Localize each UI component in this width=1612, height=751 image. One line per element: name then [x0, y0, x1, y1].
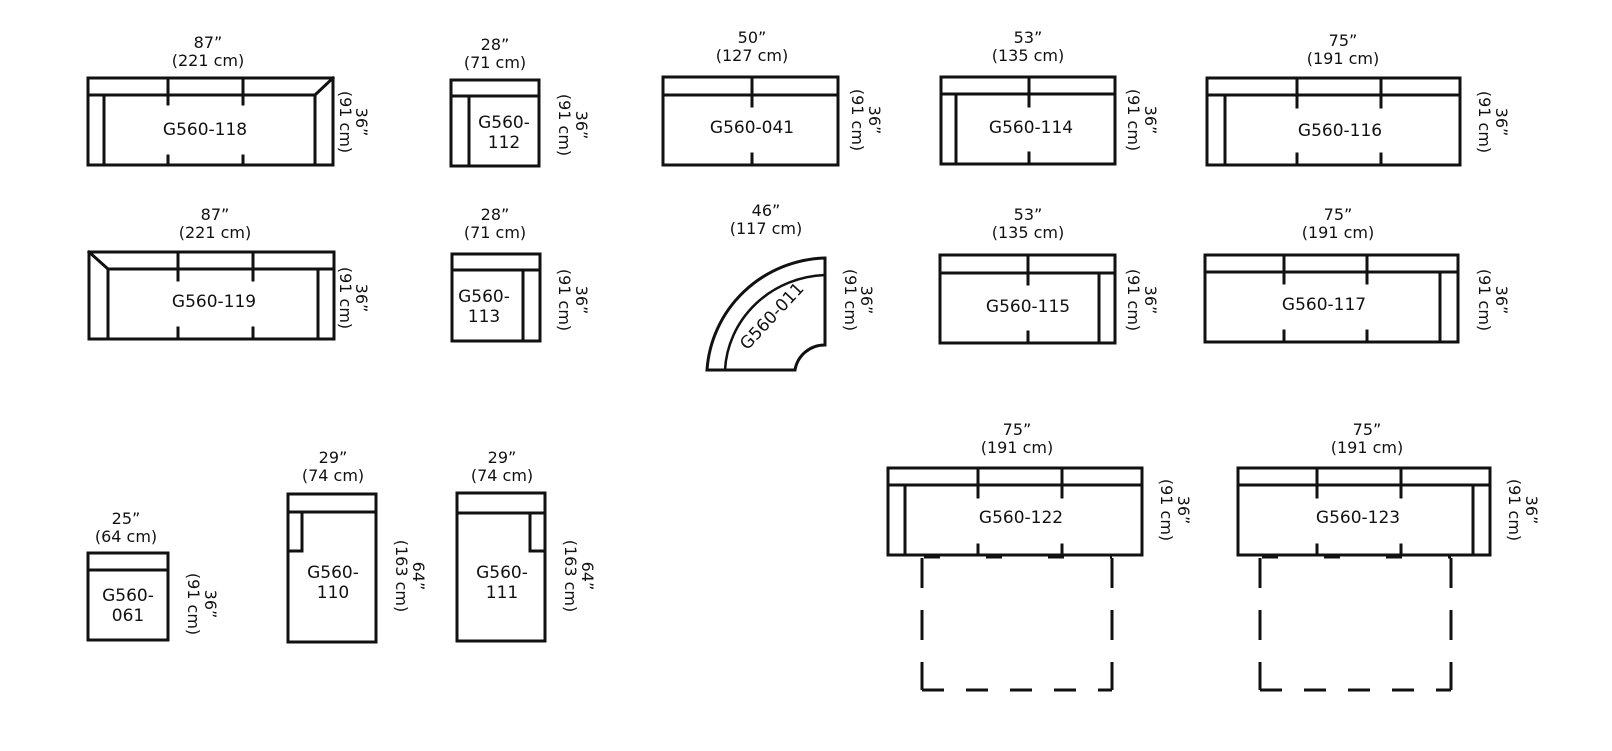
depth-label: 64” — [409, 562, 428, 591]
width-label: 75” — [1329, 31, 1358, 50]
piece-g560-041: 50” (127 cm) G560-041 36” (91 cm) — [661, 28, 884, 167]
model-code-line2: 112 — [488, 133, 520, 153]
width-cm-label: (71 cm) — [464, 223, 526, 242]
depth-cm-label: (163 cm) — [561, 540, 580, 613]
width-cm-label: (135 cm) — [992, 46, 1065, 65]
width-label: 75” — [1324, 205, 1353, 224]
width-label: 50” — [738, 28, 767, 47]
depth-cm-label: (91 cm) — [1505, 479, 1524, 541]
width-label: 29” — [319, 448, 348, 467]
depth-cm-label: (91 cm) — [336, 267, 355, 329]
width-label: 28” — [481, 205, 510, 224]
width-label: 87” — [201, 205, 230, 224]
piece-g560-114: 53” (135 cm) G560-114 36” (91 cm) — [939, 28, 1160, 166]
piece-g560-115: 53” (135 cm) G560-115 36” (91 cm) — [938, 205, 1160, 345]
piece-g560-122: 75” (191 cm) G560-122 36” (91 cm) — [886, 420, 1193, 692]
model-code-line2: 111 — [486, 583, 518, 603]
depth-label: 36” — [201, 590, 220, 619]
depth-cm-label: (91 cm) — [1475, 91, 1494, 153]
piece-g560-119: 87” (221 cm) G560-119 36” (91 cm) — [86, 205, 371, 341]
width-cm-label: (64 cm) — [95, 527, 157, 546]
depth-cm-label: (91 cm) — [1157, 479, 1176, 541]
width-cm-label: (135 cm) — [992, 223, 1065, 242]
model-code-line1: G560- — [307, 563, 359, 583]
depth-label: 36” — [1141, 106, 1160, 135]
depth-label: 36” — [1141, 286, 1160, 315]
width-label: 75” — [1003, 420, 1032, 439]
depth-cm-label: (91 cm) — [1124, 89, 1143, 151]
model-code: G560-117 — [1282, 295, 1366, 315]
width-label: 28” — [481, 35, 510, 54]
width-cm-label: (71 cm) — [464, 53, 526, 72]
depth-label: 36” — [352, 284, 371, 313]
width-cm-label: (191 cm) — [1331, 438, 1404, 457]
piece-g560-113: 28” (71 cm) G560- 113 36” (91 cm) — [450, 205, 591, 343]
chaise-extension-outline — [920, 555, 1114, 692]
width-label: 53” — [1014, 28, 1043, 47]
width-cm-label: (191 cm) — [1302, 223, 1375, 242]
depth-label: 36” — [572, 111, 591, 140]
model-code: G560-041 — [710, 118, 794, 138]
width-label: 87” — [194, 33, 223, 52]
piece-g560-061: 25” (64 cm) G560- 061 36” (91 cm) — [86, 509, 220, 642]
width-label: 25” — [112, 509, 141, 528]
depth-label: 36” — [572, 286, 591, 315]
depth-label: 36” — [1174, 496, 1193, 525]
model-code: G560-115 — [986, 297, 1070, 317]
depth-cm-label: (91 cm) — [555, 94, 574, 156]
model-code-line1: G560- — [458, 287, 510, 307]
width-cm-label: (191 cm) — [1307, 49, 1380, 68]
width-cm-label: (117 cm) — [730, 219, 803, 238]
piece-g560-118: 87” (221 cm) G560-118 36” (91 cm) — [86, 33, 371, 167]
depth-label: 36” — [1492, 286, 1511, 315]
depth-label: 36” — [1522, 496, 1541, 525]
depth-cm-label: (91 cm) — [184, 573, 203, 635]
width-cm-label: (74 cm) — [302, 466, 364, 485]
width-cm-label: (221 cm) — [179, 223, 252, 242]
width-cm-label: (191 cm) — [981, 438, 1054, 457]
piece-g560-123: 75” (191 cm) G560-123 36” (91 cm) — [1236, 420, 1541, 692]
depth-cm-label: (91 cm) — [1124, 269, 1143, 331]
model-code: G560-118 — [163, 120, 247, 140]
model-code: G560-114 — [989, 118, 1073, 138]
depth-cm-label: (91 cm) — [841, 269, 860, 331]
model-code-line1: G560- — [102, 586, 154, 606]
model-code-line2: 061 — [112, 606, 144, 626]
width-label: 46” — [752, 201, 781, 220]
piece-g560-116: 75” (191 cm) G560-116 36” (91 cm) — [1205, 31, 1511, 167]
width-label: 29” — [488, 448, 517, 467]
piece-g560-117: 75” (191 cm) G560-117 36” (91 cm) — [1203, 205, 1511, 344]
depth-cm-label: (91 cm) — [848, 89, 867, 151]
depth-label: 36” — [352, 108, 371, 137]
model-code: G560-123 — [1316, 508, 1400, 528]
piece-g560-112: 28” (71 cm) G560- 112 36” (91 cm) — [449, 35, 591, 168]
depth-label: 36” — [1492, 108, 1511, 137]
width-cm-label: (127 cm) — [716, 46, 789, 65]
depth-cm-label: (91 cm) — [336, 91, 355, 153]
depth-cm-label: (91 cm) — [555, 269, 574, 331]
model-code-line2: 110 — [317, 583, 349, 603]
piece-g560-111: 29” (74 cm) G560- 111 64” (163 cm) — [455, 448, 597, 643]
width-cm-label: (74 cm) — [471, 466, 533, 485]
chaise-extension-outline — [1258, 555, 1453, 692]
piece-g560-011: 46” (117 cm) G560-011 36” (91 cm) — [705, 201, 876, 372]
model-code: G560-119 — [172, 292, 256, 312]
piece-g560-110: 29” (74 cm) G560- 110 64” (163 cm) — [286, 448, 428, 644]
depth-label: 36” — [857, 286, 876, 315]
width-label: 53” — [1014, 205, 1043, 224]
depth-label: 64” — [578, 562, 597, 591]
depth-cm-label: (91 cm) — [1475, 269, 1494, 331]
depth-label: 36” — [865, 106, 884, 135]
width-label: 75” — [1353, 420, 1382, 439]
model-code-line1: G560- — [478, 113, 530, 133]
width-cm-label: (221 cm) — [172, 51, 245, 70]
depth-cm-label: (163 cm) — [392, 540, 411, 613]
model-code-line2: 113 — [468, 307, 500, 327]
model-code: G560-116 — [1298, 121, 1382, 141]
model-code: G560-122 — [979, 508, 1063, 528]
model-code-line1: G560- — [476, 563, 528, 583]
